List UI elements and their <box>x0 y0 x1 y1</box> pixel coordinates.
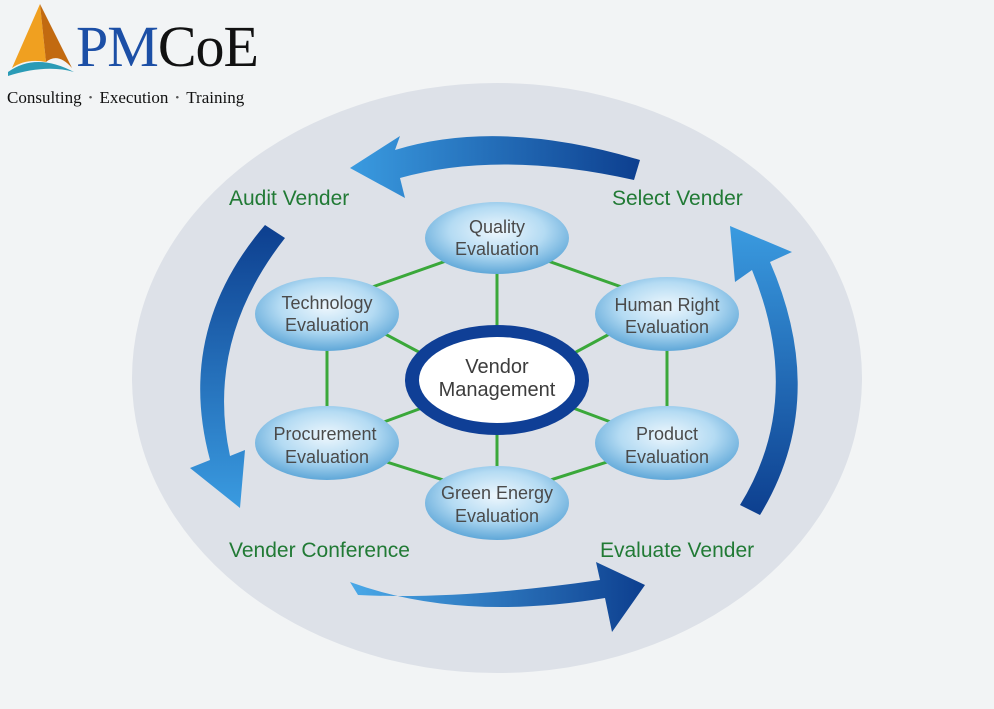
node-technology-evaluation: Technology Evaluation <box>255 277 399 351</box>
node-line1: Technology <box>281 293 372 313</box>
tagline-training: Training <box>186 88 245 107</box>
arrow-right <box>730 226 798 515</box>
node-line2: Evaluation <box>285 315 369 335</box>
arrow-bottom <box>350 562 645 632</box>
cycle-arrows <box>190 136 798 632</box>
node-line1: Green Energy <box>441 483 553 503</box>
node-green-energy-evaluation: Green Energy Evaluation <box>425 466 569 540</box>
brand-coe: CoE <box>157 14 259 79</box>
node-line2: Evaluation <box>285 447 369 467</box>
tagline: Consulting • Execution • Training <box>7 88 244 108</box>
center-node-vendor-management: Vendor Management <box>405 325 589 435</box>
node-line1: Product <box>636 424 698 444</box>
center-line2: Management <box>439 379 556 401</box>
node-line2: Evaluation <box>455 506 539 526</box>
node-human-right-evaluation: Human Right Evaluation <box>595 277 739 351</box>
node-line2: Evaluation <box>625 317 709 337</box>
node-line1: Human Right <box>614 295 719 315</box>
pmcoe-logo: PMCoE Consulting • Execution • Training <box>4 2 274 114</box>
tagline-separator: • <box>88 92 93 104</box>
step-label-select-vender: Select Vender <box>612 187 743 210</box>
pmcoe-logo-icon <box>8 4 74 76</box>
node-quality-evaluation: Quality Evaluation <box>425 202 569 274</box>
brand-name: PMCoE <box>76 14 259 79</box>
node-line2: Evaluation <box>455 239 539 259</box>
node-line2: Evaluation <box>625 447 709 467</box>
step-label-vender-conference: Vender Conference <box>229 539 410 562</box>
step-label-audit-vender: Audit Vender <box>229 187 349 210</box>
node-product-evaluation: Product Evaluation <box>595 406 739 480</box>
tagline-execution: Execution <box>99 88 169 107</box>
center-line1: Vendor <box>465 356 529 378</box>
tagline-consulting: Consulting <box>7 88 82 107</box>
tagline-separator: • <box>175 92 180 104</box>
node-procurement-evaluation: Procurement Evaluation <box>255 406 399 480</box>
arrow-top <box>350 136 640 198</box>
brand-pm: PM <box>76 14 159 79</box>
arrow-left <box>190 225 285 508</box>
step-label-evaluate-vender: Evaluate Vender <box>600 539 754 562</box>
node-line1: Quality <box>469 217 525 237</box>
node-line1: Procurement <box>273 424 376 444</box>
